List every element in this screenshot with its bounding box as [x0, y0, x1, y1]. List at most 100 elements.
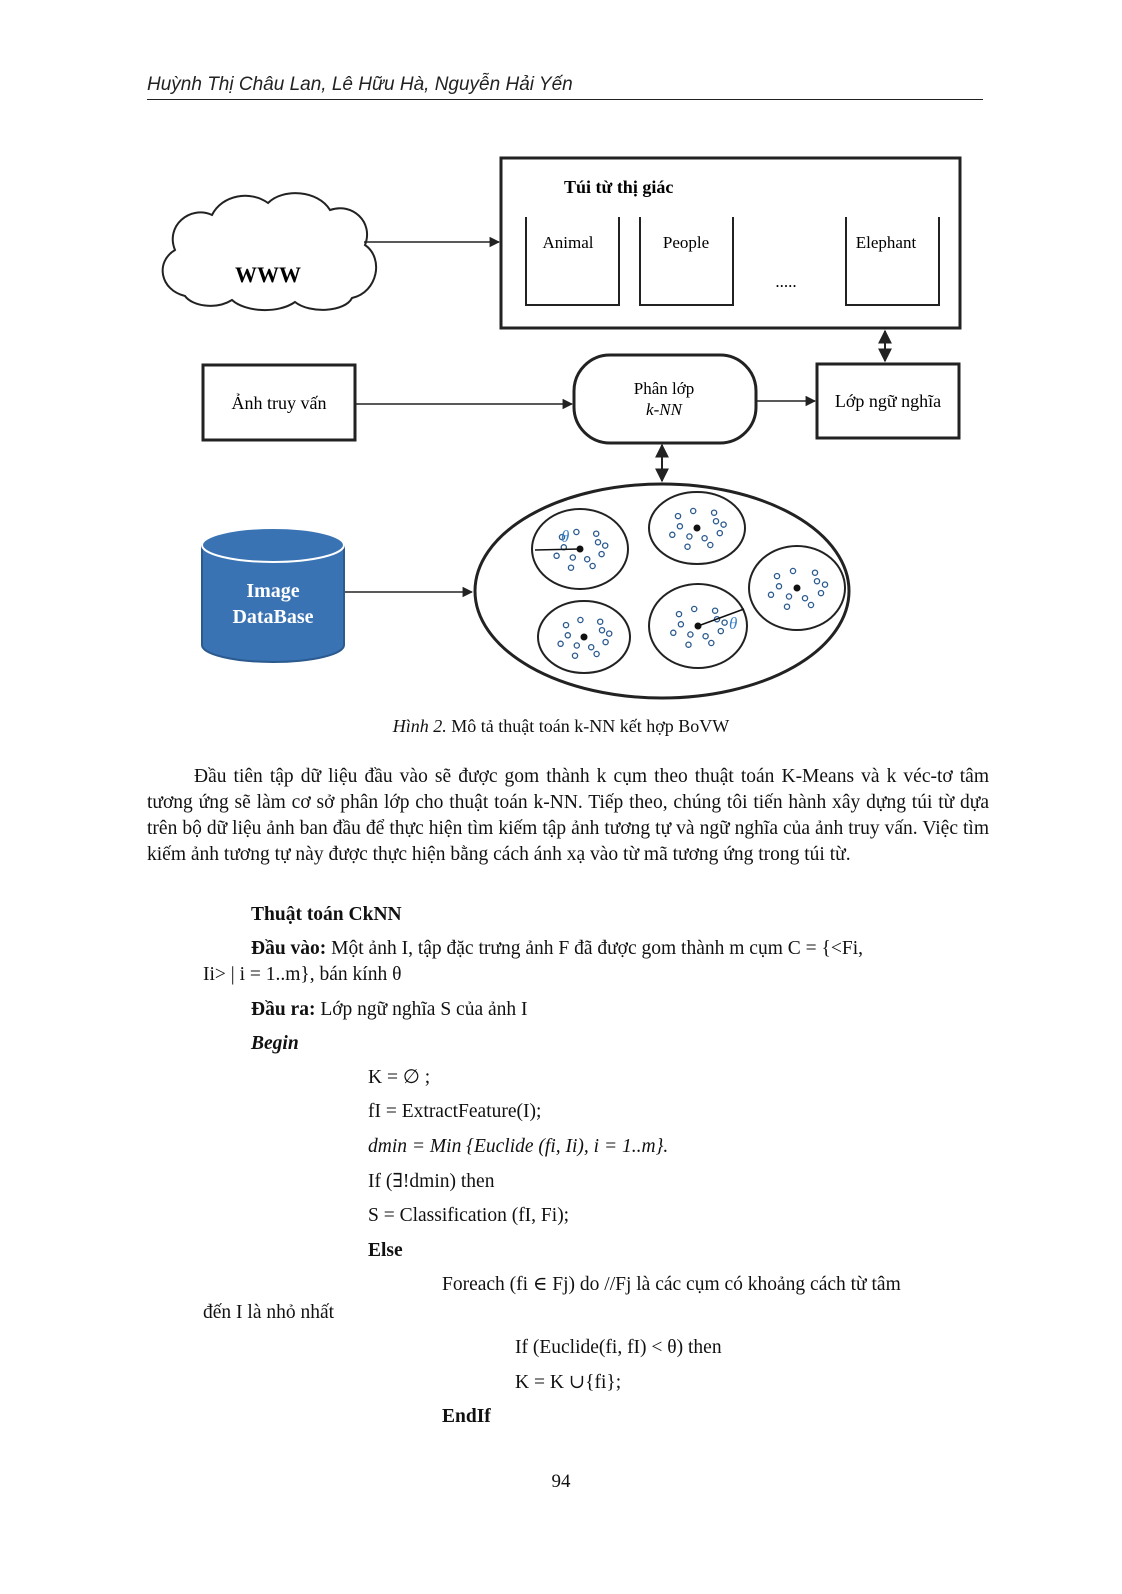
knn-classifier-box: Phân lớp k-NN	[572, 353, 758, 445]
cluster-point	[598, 626, 606, 634]
cluster-point	[602, 638, 609, 646]
cluster-point	[564, 632, 572, 639]
cluster-point	[720, 521, 727, 528]
cluster-point	[821, 581, 829, 588]
cluster-point	[689, 507, 697, 515]
bovw-item-people: People	[663, 233, 709, 252]
algo-endif: EndIf	[442, 1406, 491, 1427]
input-text-1: Một ảnh I, tập đặc trưng ảnh F đã được g…	[326, 938, 863, 959]
cluster-point	[605, 630, 613, 637]
caption-text: Mô tả thuật toán k-NN kết hợp BoVW	[446, 716, 730, 736]
cluster-point	[594, 538, 602, 546]
semantic-class-label: Lớp ngữ nghĩa	[835, 391, 941, 411]
cluster-point	[785, 593, 793, 600]
bovw-item-animal: Animal	[543, 233, 594, 252]
cluster-point	[669, 531, 676, 539]
algorithm-title: Thuật toán CkNN	[251, 904, 402, 925]
query-image-box: Ảnh truy vấn	[201, 363, 357, 442]
database-line1: Image	[246, 580, 299, 602]
cluster-centroid	[580, 633, 588, 641]
cluster-point	[598, 550, 605, 558]
figure-caption: Hình 2. Mô tả thuật toán k-NN kết hợp Bo…	[0, 716, 1122, 737]
cluster-point	[593, 650, 600, 658]
cluster-point	[721, 619, 728, 626]
cluster-point	[558, 533, 566, 541]
algo-foreach: Foreach (fi ∈ Fj) do //Fj là các cụm có …	[442, 1274, 901, 1295]
input-label: Đầu vào:	[251, 938, 327, 959]
theta-label-2: θ	[729, 614, 737, 633]
cluster-point	[596, 618, 604, 625]
cluster-point	[811, 569, 819, 576]
cluster-point	[712, 517, 720, 525]
cluster-point	[589, 562, 596, 570]
output-label: Đầu ra:	[251, 999, 316, 1020]
cluster-point	[686, 533, 693, 540]
algo-foreach-cont: đến I là nhỏ nhất	[203, 1302, 335, 1323]
cluster-point	[592, 530, 600, 537]
cluster-point	[789, 567, 797, 575]
cluster-centroid	[693, 524, 701, 532]
bovw-ellipsis: .....	[775, 272, 796, 291]
cluster-point	[587, 643, 595, 651]
cluster-point	[577, 616, 584, 624]
cluster-point	[573, 642, 581, 649]
algo-if2: If (Euclide(fi, fI) < θ) then	[515, 1337, 722, 1358]
cluster-point	[684, 543, 691, 550]
image-database-cylinder: Image DataBase	[201, 527, 345, 663]
www-cloud: WWW	[161, 192, 378, 312]
cluster-point	[813, 577, 821, 585]
cluster-point	[701, 534, 708, 542]
bovw-title: Túi từ thị giác	[564, 177, 673, 197]
cluster-centroid	[793, 584, 801, 592]
cluster-radius-line	[697, 608, 745, 627]
algo-k-init: K = ∅ ;	[368, 1067, 431, 1088]
algo-begin: Begin	[251, 1033, 299, 1054]
page-number: 94	[551, 1471, 571, 1492]
cluster-point	[773, 572, 781, 580]
cluster-point	[675, 610, 683, 618]
cluster-point	[817, 589, 825, 597]
cluster-point	[573, 528, 580, 536]
cluster-point	[567, 564, 575, 571]
algo-union: K = K ∪{fi};	[515, 1372, 622, 1393]
bovw-box: Túi từ thị giác Animal People Elephant .…	[499, 156, 962, 330]
database-line2: DataBase	[232, 606, 313, 628]
cluster-point	[677, 621, 685, 628]
classifier-line1: Phân lớp	[634, 379, 694, 398]
cluster-point	[557, 640, 564, 648]
bovw-knn-diagram: WWW Túi từ thị giác Animal People Elepha…	[161, 156, 962, 700]
flow-arrows	[345, 236, 892, 598]
cluster-point	[716, 529, 724, 537]
cluster-point	[801, 594, 809, 602]
algorithm-output: Đầu ra: Lớp ngữ nghĩa S của ảnh I	[251, 997, 528, 1023]
cluster-point	[775, 583, 783, 590]
cluster-point	[553, 552, 560, 560]
running-header: Huỳnh Thị Châu Lan, Lê Hữu Hà, Nguyễn Hả…	[147, 74, 573, 95]
cluster-point	[710, 509, 718, 516]
query-image-label: Ảnh truy vấn	[232, 393, 327, 413]
cluster-point	[702, 632, 709, 640]
cluster-point	[807, 601, 815, 609]
algo-dmin: dmin = Min {Euclide (fi, Ii), i = 1..m}.	[368, 1136, 669, 1157]
www-label: WWW	[235, 262, 301, 287]
cluster-point	[562, 621, 570, 629]
cluster-point	[711, 607, 719, 614]
algo-classify: S = Classification (fI, Fi);	[368, 1205, 570, 1226]
input-text-2: Ii> | i = 1..m}, bán kính θ	[203, 964, 402, 985]
algo-if: If (∃!dmin) then	[368, 1171, 495, 1192]
classifier-line2: k-NN	[646, 400, 684, 419]
cluster-point	[685, 641, 692, 648]
cluster-point	[571, 652, 579, 659]
cluster-point	[670, 629, 677, 637]
algorithm-input: Đầu vào: Một ảnh I, tập đặc trưng ảnh F …	[251, 936, 863, 962]
theta-label-1: θ	[561, 527, 569, 546]
cluster-point	[583, 555, 591, 563]
header-rule	[147, 99, 983, 100]
body-paragraph: Đầu tiên tập dữ liệu đầu vào sẽ được gom…	[147, 766, 989, 865]
cluster-point	[707, 541, 714, 549]
algo-else: Else	[368, 1240, 403, 1261]
cluster-point	[687, 631, 694, 638]
caption-label: Hình 2.	[392, 716, 447, 736]
semantic-class-box: Lớp ngữ nghĩa	[815, 362, 961, 440]
cluster-point	[767, 591, 775, 599]
